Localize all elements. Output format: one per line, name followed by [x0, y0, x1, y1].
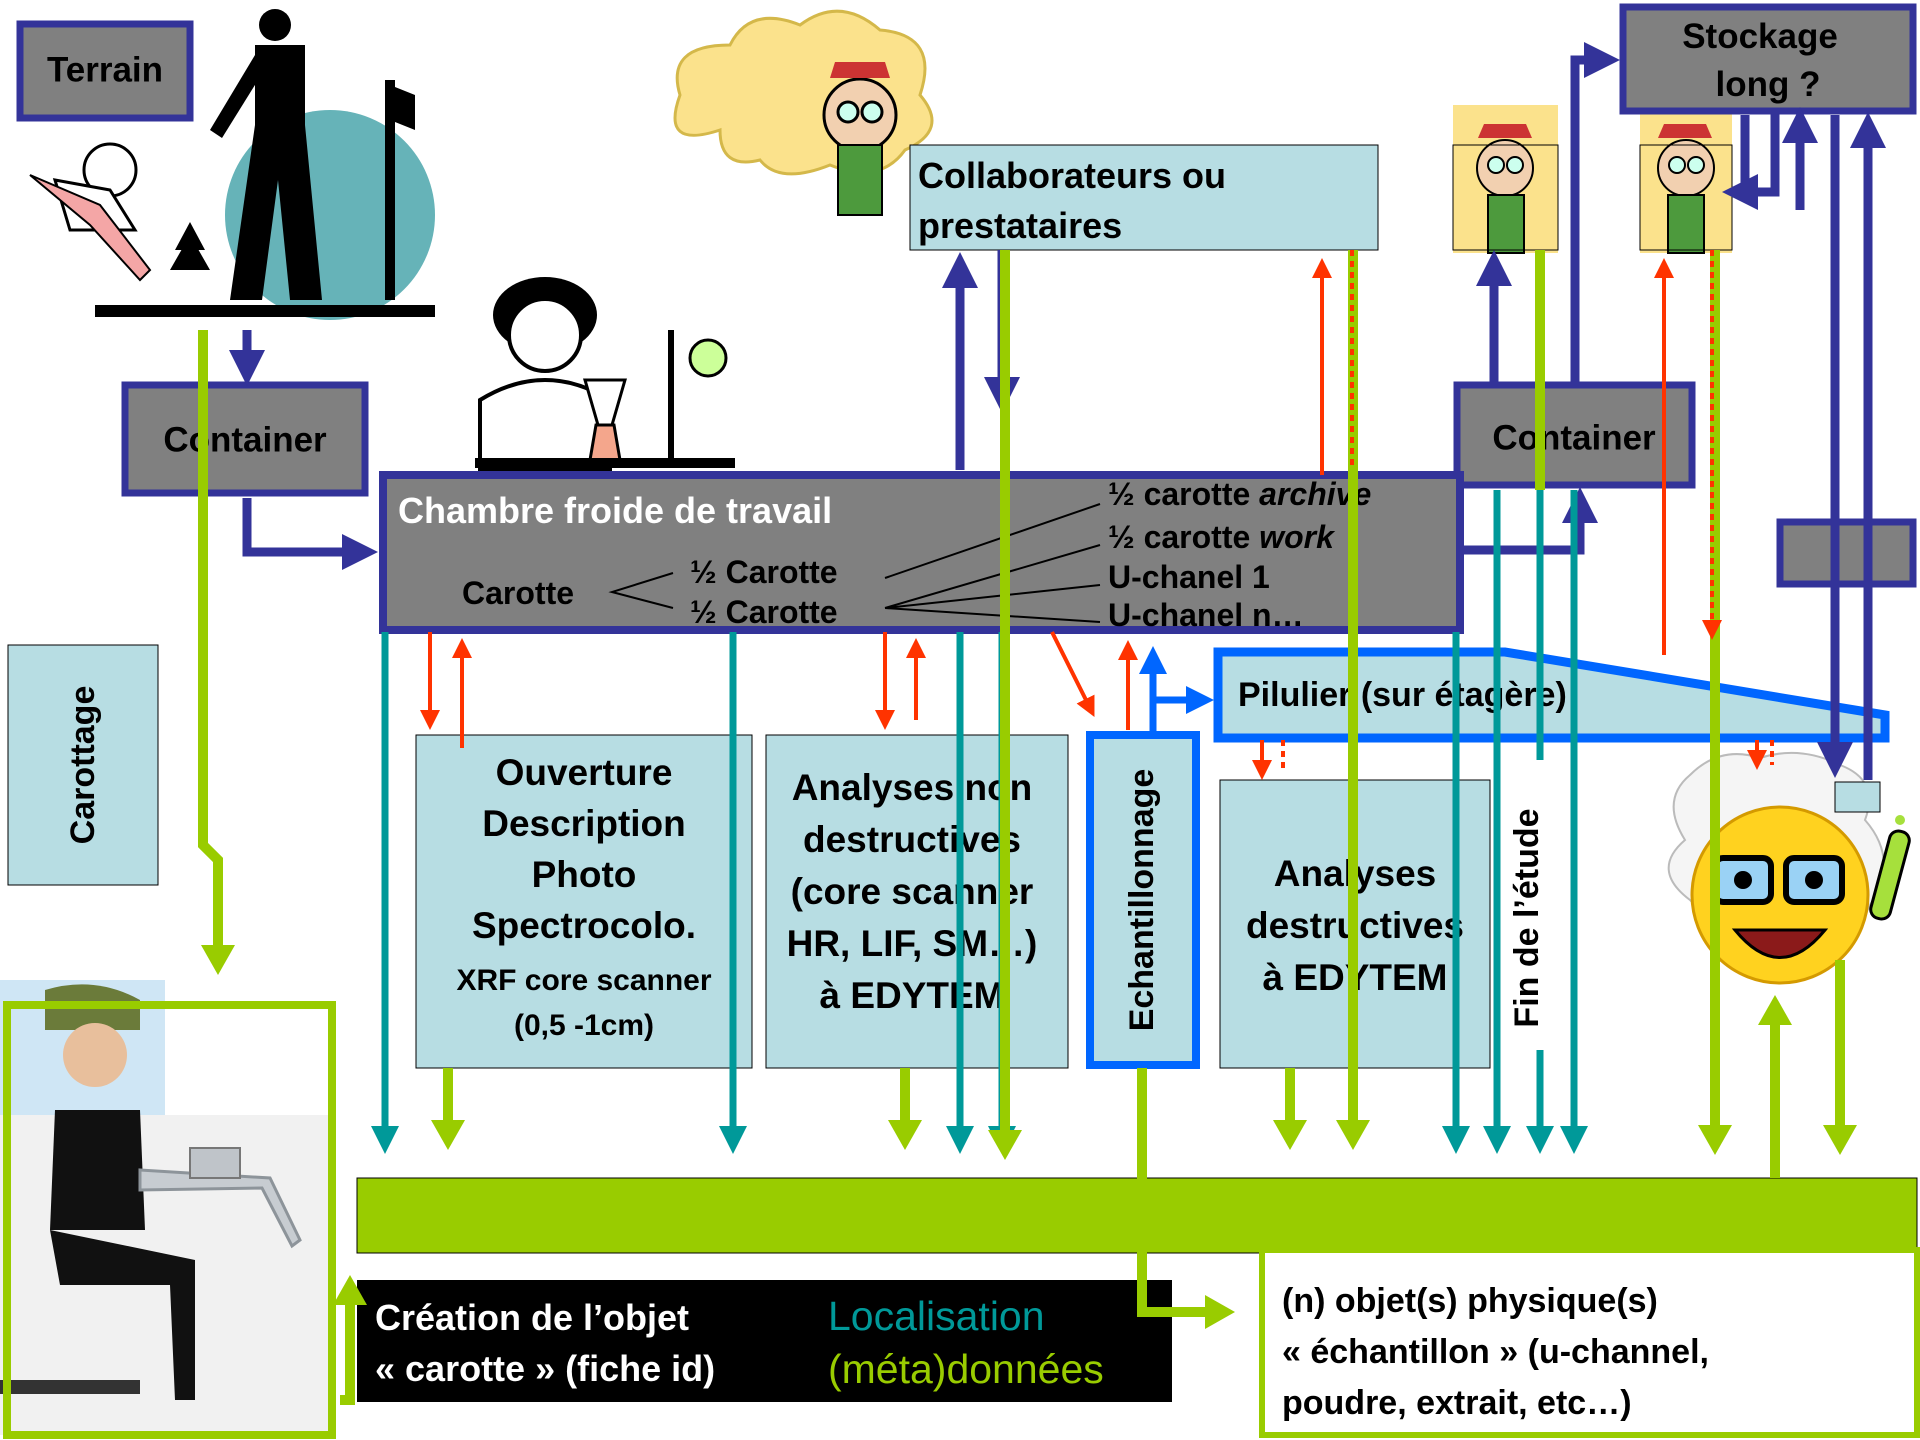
uchanel-n-label: U-chanel n… [1108, 597, 1304, 633]
container-left-label: Container [163, 420, 327, 459]
collaborateurs-label-1: Collaborateurs ou [918, 155, 1226, 196]
arrow-container-to-stockage [1570, 42, 1620, 385]
small-light-box [1834, 781, 1881, 813]
small-gray-box [1776, 518, 1917, 588]
objets-line-1: (n) objet(s) physique(s) [1282, 1282, 1658, 1320]
split-lines-half [884, 503, 1101, 623]
chambre-froide-title: Chambre froide de travail [398, 490, 832, 531]
container-right-label: Container [1492, 418, 1656, 457]
half-carotte-archive-label: ½ carotte archive [1108, 476, 1371, 512]
ouverture-line-4: Spectrocolo. [472, 905, 696, 946]
container-left-box: Container [121, 381, 369, 497]
analyses-nd-line-1: Analyses non [792, 767, 1033, 808]
objets-line-2: « échantillon » (u-channel, [1282, 1333, 1709, 1371]
uchanel-1-label: U-chanel 1 [1108, 559, 1270, 595]
lab-technician-figure [475, 277, 735, 472]
red-arrows [420, 258, 1767, 780]
analyses-nd-line-5: à EDYTEM [819, 975, 1004, 1016]
xrf-line-2: (0,5 -1cm) [514, 1009, 654, 1042]
fin-etude-label: Fin de l’étude [1508, 808, 1546, 1027]
office-worker-figure [0, 980, 330, 1435]
collaborateurs-label-2: prestataires [918, 205, 1122, 246]
cloud-shape [673, 9, 934, 176]
echantillonnage-box: Echantillonnage [1086, 731, 1200, 1069]
office-frame [3, 1001, 336, 1439]
carottage-box: Carottage [7, 644, 159, 886]
tree-icon [170, 222, 210, 270]
axe-handle [385, 80, 395, 300]
ouverture-line-2: Description [482, 803, 686, 844]
analyses-nd-line-4: HR, LIF, SM…) [787, 923, 1038, 964]
pen-icon [29, 174, 152, 282]
half-carotte-b-label: ½ Carotte [690, 594, 838, 630]
analyses-nd-line-3: (core scanner [791, 871, 1034, 912]
stockage-label-1: Stockage [1682, 17, 1838, 56]
creation-line-2: « carotte » (fiche id) [375, 1348, 715, 1389]
desk-icon [138, 1168, 302, 1249]
xrf-line-1: XRF core scanner [456, 964, 711, 997]
laptop-icon [189, 1147, 241, 1179]
terrain-box: Terrain [16, 20, 194, 122]
analyses-nd-line-2: destructives [803, 819, 1021, 860]
carottage-label: Carottage [64, 686, 102, 845]
arrow-stockage-to-sci2 [1722, 112, 1780, 210]
test-tube-icon [1869, 829, 1911, 921]
ouverture-line-1: Ouverture [496, 752, 673, 793]
arrow-terrain-to-office [198, 330, 236, 975]
half-carotte-work-label: ½ carotte work [1108, 519, 1336, 555]
surveyor-figure [29, 9, 435, 320]
cloud-scientist-figure [673, 9, 934, 216]
scientist-2-figure [1640, 105, 1732, 254]
arrow-chambre-to-container [1460, 487, 1598, 555]
ouverture-line-3: Photo [532, 854, 637, 895]
pilulier-box: Pilulier (sur étagère) [1213, 647, 1890, 743]
creation-line-1: Création de l’objet [375, 1297, 689, 1338]
arrow-container-to-chambre [242, 498, 378, 570]
split-lines-carotte [608, 572, 674, 609]
objets-line-3: poudre, extrait, etc…) [1282, 1384, 1632, 1422]
objets-physiques-box: (n) objet(s) physique(s) « échantillon »… [1259, 1247, 1920, 1438]
chambre-froide-box: Chambre froide de travail Carotte ½ Caro… [379, 471, 1464, 634]
analyses-nd-box: Analyses non destructives (core scanner … [765, 734, 1069, 1069]
arrow-office-to-database [332, 1275, 367, 1405]
terrain-label: Terrain [47, 50, 163, 89]
metadonnees-label: (méta)données [828, 1346, 1104, 1392]
localisation-label: Localisation [828, 1293, 1045, 1339]
echantillonnage-label: Echantillonnage [1123, 769, 1161, 1032]
line-stockage-sci2 [1740, 115, 1750, 197]
dotted-arrows [1281, 250, 1774, 770]
collaborateurs-box: Collaborateurs ou prestataires [909, 144, 1379, 251]
happy-scientist-figure [1667, 751, 1911, 985]
ouverture-box: Ouverture Description Photo Spectrocolo.… [415, 734, 753, 1069]
carotte-label: Carotte [462, 575, 574, 611]
creation-box: Création de l’objet « carotte » (fiche i… [357, 1280, 1172, 1402]
half-carotte-a-label: ½ Carotte [690, 554, 838, 590]
stockage-box: Stockage long ? [1619, 3, 1917, 115]
bright-blue-arrows [1139, 646, 1214, 735]
container-right-box: Container [1453, 381, 1696, 489]
scientist-1-figure [1453, 105, 1558, 254]
stockage-label-2: long ? [1716, 65, 1821, 104]
pilulier-label: Pilulier (sur étagère) [1238, 676, 1567, 714]
arrow-echantillonnage-to-objets [1137, 1068, 1235, 1329]
